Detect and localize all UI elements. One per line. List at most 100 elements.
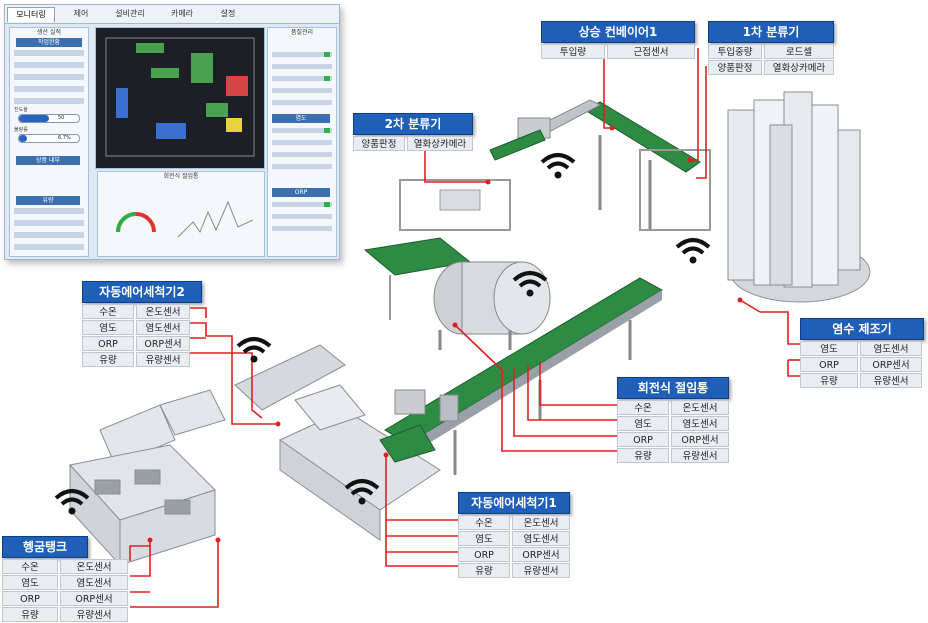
sensor-label: 유량센서 — [860, 373, 922, 388]
callout-row: 염도 염도센서 — [82, 320, 202, 335]
sensor-label: 열화상카메라 — [764, 60, 834, 75]
wifi-icon — [512, 271, 548, 297]
sorter2-frame — [399, 129, 546, 231]
tab-control[interactable]: 제어 — [73, 9, 89, 18]
flow-header: 유량 — [16, 196, 80, 205]
quality-box: 품질관리 염도 ORP — [267, 27, 337, 257]
panel-tabs: 모니터링 제어 설비관리 카메라 설정 — [5, 5, 339, 24]
callout-row: 양품판정 열화상카메라 — [353, 136, 473, 151]
callout-row: ORP ORP센서 — [617, 432, 729, 447]
measure-label: ORP — [458, 547, 510, 562]
measure-label: 유량 — [800, 373, 858, 388]
callout-row: 수온 온도센서 — [617, 400, 729, 415]
measure-label: 유량 — [617, 448, 669, 463]
callout-sorter2: 2차 분류기 양품판정 열화상카메라 — [353, 113, 473, 151]
monitoring-panel: 모니터링 제어 설비관리 카메라 설정 생산 실적 작업현황 진도율 50 불량… — [4, 4, 340, 260]
temp-header: 상품 내부 — [16, 156, 80, 165]
callout-tank-title: 헹굼탱크 — [2, 536, 88, 558]
measure-label: ORP — [2, 591, 58, 606]
measure-label: 염도 — [458, 531, 510, 546]
measure-label: ORP — [617, 432, 669, 447]
sensor-label: 온도센서 — [512, 515, 570, 530]
callout-tumbler: 회전식 절임통 수온 온도센서 염도 염도센서 ORP ORP센서 유량 유량센… — [617, 377, 729, 463]
callout-row: 유량 유량센서 — [82, 352, 202, 367]
washer2-body — [99, 344, 346, 500]
callout-row: 수온 온도센서 — [2, 559, 132, 574]
progress-value: 50 — [58, 115, 65, 121]
measure-label: 염도 — [800, 341, 858, 356]
quality-title: 품질관리 — [290, 29, 314, 36]
sensor-label: 염도센서 — [136, 320, 190, 335]
callout-row: ORP ORP센서 — [2, 591, 132, 606]
sensor-label: ORP센서 — [60, 591, 128, 606]
lower-conveyor — [384, 277, 664, 475]
chart-box: 회전식 절임통 — [97, 171, 265, 257]
measure-label: 수온 — [617, 400, 669, 415]
tab-settings[interactable]: 설정 — [220, 9, 236, 18]
sensor-label: ORP센서 — [512, 547, 570, 562]
sensor-label: 유량센서 — [60, 607, 128, 622]
production-mini-table — [14, 50, 84, 104]
callout-brine: 염수 제조기 염도 염도센서 ORP ORP센서 유량 유량센서 — [800, 318, 924, 388]
sensor-label: 염도센서 — [860, 341, 922, 356]
measure-label: 염도 — [617, 416, 669, 431]
production-box: 생산 실적 작업현황 진도율 50 불량률 6.7% 상품 내부 유량 — [9, 27, 89, 257]
tumbler-drum — [433, 261, 551, 350]
storage-tower — [727, 91, 871, 303]
wifi-icon — [675, 238, 711, 264]
progress-label: 진도율 — [14, 107, 28, 113]
salinity-header: 염도 — [272, 114, 330, 123]
orp-header: ORP — [272, 188, 330, 197]
measure-label: 염도 — [82, 320, 134, 335]
sensor-label: ORP센서 — [136, 336, 190, 351]
sensor-label: ORP센서 — [860, 357, 922, 372]
callout-row: 유량 유량센서 — [800, 373, 924, 388]
callout-row: 유량 유량센서 — [617, 448, 729, 463]
tab-camera[interactable]: 카메라 — [170, 9, 194, 18]
callout-row: 염도 염도센서 — [800, 341, 924, 356]
measure-label: 유량 — [458, 563, 510, 578]
callout-row: ORP ORP센서 — [458, 547, 570, 562]
production-title: 생산 실적 — [37, 29, 61, 36]
tab-monitoring[interactable]: 모니터링 — [7, 7, 55, 22]
measure-label: 수온 — [458, 515, 510, 530]
measure-label: 유량 — [2, 607, 58, 622]
chart-title: 회전식 절임통 — [163, 173, 199, 180]
callout-row: 염도 염도센서 — [2, 575, 132, 590]
callout-row: ORP ORP센서 — [82, 336, 202, 351]
callout-row: 유량 유량센서 — [458, 563, 570, 578]
callout-washer1-title: 자동에어세척기1 — [458, 492, 570, 514]
measure-label: 양품판정 — [708, 60, 762, 75]
measure-label: 양품판정 — [353, 136, 405, 151]
defect-value: 6.7% — [58, 135, 71, 141]
callout-washer2: 자동에어세척기2 수온 온도센서 염도 염도센서 ORP ORP센서 유량 유량… — [82, 281, 202, 367]
callout-row: 양품판정 열화상카메라 — [708, 60, 834, 75]
callout-tank: 헹굼탱크 수온 온도센서 염도 염도센서 ORP ORP센서 유량 유량센서 — [2, 536, 132, 622]
tab-equipment[interactable]: 설비관리 — [115, 9, 145, 18]
sensor-label: 근접센서 — [607, 44, 695, 59]
sensor-label: 로드셀 — [764, 44, 834, 59]
sensor-label: 열화상카메라 — [407, 136, 473, 151]
callout-washer2-title: 자동에어세척기2 — [82, 281, 202, 303]
measure-label: ORP — [82, 336, 134, 351]
sensor-label: 염도센서 — [671, 416, 729, 431]
callout-row: 유량 유량센서 — [2, 607, 132, 622]
measure-label: 투입량 — [541, 44, 605, 59]
defect-label: 불량률 — [14, 127, 28, 133]
sensor-label: 염도센서 — [512, 531, 570, 546]
callout-conveyor1-title: 상승 컨베이어1 — [541, 21, 695, 43]
callout-row: 투입중량 로드셀 — [708, 44, 834, 59]
flow-mini-table — [14, 208, 84, 250]
defect-bar — [18, 134, 80, 143]
wifi-icon — [344, 479, 380, 505]
callout-row: 수온 온도센서 — [458, 515, 570, 530]
callout-row: 투입량 근접센서 — [541, 44, 695, 59]
callout-row: 수온 온도센서 — [82, 304, 202, 319]
wifi-icon — [540, 153, 576, 179]
measure-label: 유량 — [82, 352, 134, 367]
sensor-label: 유량센서 — [136, 352, 190, 367]
callout-conveyor1: 상승 컨베이어1 투입량 근접센서 — [541, 21, 695, 59]
measure-label: 수온 — [2, 559, 58, 574]
